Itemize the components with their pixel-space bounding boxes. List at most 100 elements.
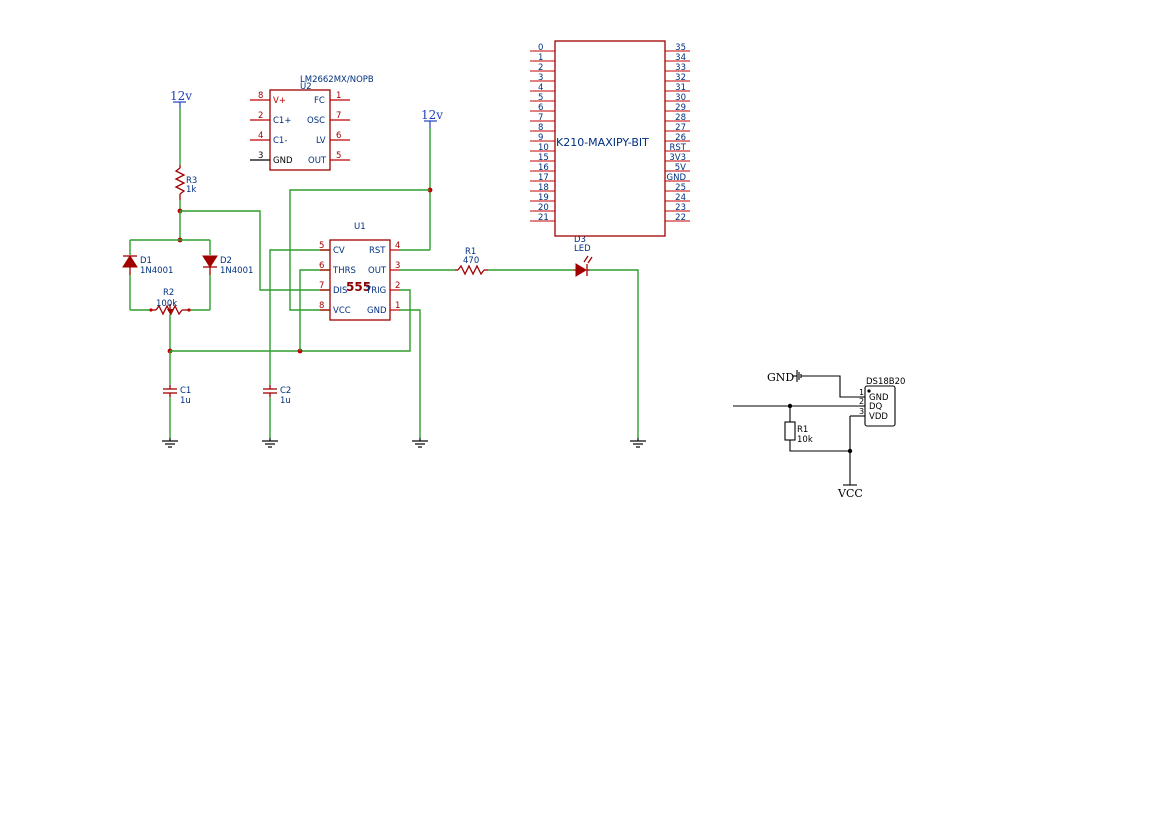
k210-left-pin-label: 8 [538, 123, 543, 133]
k210-right-pin-label: 31 [675, 83, 686, 93]
k210-right-pin-label: RST [670, 143, 687, 153]
u1-pin-num: 2 [395, 281, 400, 291]
k210-name: K210-MAXIPY-BIT [556, 136, 649, 149]
k210-left-pin-label: 3 [538, 73, 543, 83]
d2-value: 1N4001 [220, 266, 253, 276]
u2-pin-name: C1+ [273, 116, 291, 126]
u1-pin-num: 7 [319, 281, 324, 291]
k210-left-pin-label: 9 [538, 133, 543, 143]
power-12v-left-label: 12v [170, 89, 192, 103]
u1-pin-name: DIS [333, 286, 347, 296]
u2-pin-num: 2 [258, 111, 263, 121]
u2-pin-name: OUT [308, 156, 327, 166]
resistor-r3: R3 1k [174, 165, 197, 200]
ground-symbol [162, 438, 178, 448]
u2-pin-name: GND [273, 156, 293, 166]
ds-pin-num: 3 [859, 407, 864, 416]
k210-left-pin-label: 15 [538, 153, 549, 163]
ds-pin-name: DQ [869, 402, 883, 412]
u1-pin-name: THRS [332, 266, 356, 276]
power-12v-right: 12v [421, 108, 443, 128]
k210-right-pin-label: GND [667, 173, 687, 183]
u2-pin-name: LV [316, 136, 326, 146]
r1-value: 470 [463, 256, 479, 266]
k210-right-pin-label: 5V [675, 163, 686, 173]
u2-pin-num: 3 [258, 151, 263, 161]
resistor-r1: R1 470 [455, 247, 488, 276]
u1-pin-name: VCC [333, 306, 351, 316]
ds-pin-name: VDD [869, 412, 888, 422]
u1-pin-name: GND [367, 306, 387, 316]
k210-right-pin-label: 3V3 [669, 153, 686, 163]
c1-value: 1u [180, 396, 191, 406]
r2-ref: R2 [163, 288, 174, 298]
k210-left-pin-label: 19 [538, 193, 549, 203]
c2-ref: C2 [280, 386, 291, 396]
k210-left-pin-label: 20 [538, 203, 549, 213]
led-d3: D3 LED [574, 235, 593, 277]
ds-pin-num: 2 [859, 397, 864, 406]
u1-pin-name: RST [369, 246, 386, 256]
k210-right-pin-label: 34 [675, 53, 686, 63]
capacitor-c2: C2 1u [263, 385, 291, 406]
ds-pin-name: GND [869, 393, 889, 403]
c1-ref: C1 [180, 386, 191, 396]
u2-pin-num: 5 [336, 151, 341, 161]
k210-left-pin-label: 1 [538, 53, 543, 63]
k210-right-pin-label: 30 [675, 93, 686, 103]
u2-pin-name: V+ [273, 96, 286, 106]
r2-value: 100k [156, 299, 177, 309]
module-k210-maxipy-bit: K210-MAXIPY-BIT 012345678910151617181920… [530, 40, 690, 237]
u1-pin-num: 1 [395, 301, 400, 311]
vcc-label: VCC [837, 487, 863, 500]
k210-left-pin-label: 6 [538, 103, 543, 113]
d3-ref: D3 [574, 235, 586, 245]
gnd-label: GND [767, 371, 794, 384]
k210-left-pin-label: 2 [538, 63, 543, 73]
u1-pin-num: 4 [395, 241, 400, 251]
k210-left-pin-label: 7 [538, 113, 543, 123]
k210-right-pin-label: 33 [675, 63, 686, 73]
u2-pin-num: 4 [258, 131, 263, 141]
power-12v-right-label: 12v [421, 108, 443, 122]
d3-value: LED [574, 244, 591, 254]
k210-right-pin-label: 28 [675, 113, 686, 123]
k210-left-pin-label: 17 [538, 173, 549, 183]
diode-d2: D2 1N4001 [202, 255, 253, 276]
u2-pin-num: 1 [336, 91, 341, 101]
ds-pin-num: 1 [859, 388, 864, 397]
k210-right-pin-label: 35 [675, 43, 686, 53]
k210-right-pin-label: 29 [675, 103, 686, 113]
u2-pin-name: FC [314, 96, 325, 106]
u2-pin-num: 6 [336, 131, 341, 141]
k210-right-pin-label: 23 [675, 203, 686, 213]
u1-pin-num: 8 [319, 301, 324, 311]
d1-ref: D1 [140, 256, 152, 266]
k210-right-pin-label: 27 [675, 123, 686, 133]
u1-pin-name: CV [333, 246, 345, 256]
u1-pin-name: TRIG [365, 286, 386, 296]
u1-pin-num: 6 [319, 261, 324, 271]
ds18b20-ref: DS18B20 [866, 377, 905, 387]
k210-left-pin-label: 21 [538, 213, 549, 223]
k210-left-pin-label: 5 [538, 93, 543, 103]
k210-right-pin-label: 24 [675, 193, 686, 203]
r3-value: 1k [186, 185, 196, 195]
ground-symbol [412, 438, 428, 448]
k210-right-pin-label: 22 [675, 213, 686, 223]
r1-ds-ref: R1 [797, 425, 808, 435]
d2-ref: D2 [220, 256, 232, 266]
u2-pin-num: 7 [336, 111, 341, 121]
k210-right-pin-label: 26 [675, 133, 686, 143]
k210-left-pin-label: 0 [538, 43, 543, 53]
k210-left-pin-label: 4 [538, 83, 543, 93]
u2-ref: U2 [300, 82, 312, 92]
ic-u1-555: U1 555 5 CV 6 THRS 7 DIS 8 VCC 4 RST 3 O… [319, 222, 400, 321]
u1-pin-name: OUT [368, 266, 387, 276]
r3-ref: R3 [186, 176, 197, 186]
u1-pin-num: 5 [319, 241, 324, 251]
u2-pin-name: OSC [307, 116, 325, 126]
capacitor-c1: C1 1u [163, 385, 191, 406]
